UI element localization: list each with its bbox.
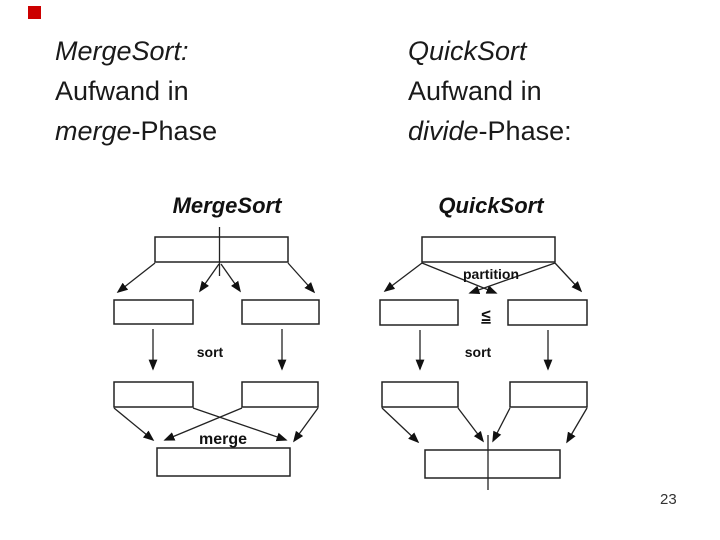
mergesort-diagram: MergeSort sort (113, 193, 320, 477)
quicksort-right-part-box (507, 299, 588, 326)
mergesort-merge-label: merge (199, 431, 247, 448)
quicksort-partition-label: partition (463, 266, 519, 282)
merge-arrow (293, 407, 319, 443)
mergesort-right-half-box (241, 299, 320, 325)
concat-arrow (492, 407, 511, 443)
partition-arrow (468, 262, 556, 295)
quicksort-concat-arrows (381, 407, 588, 444)
quicksort-pivot-leq-symbol: ≤ (481, 306, 490, 325)
mergesort-sorted-left-box (113, 381, 194, 408)
quicksort-diagram-title: QuickSort (438, 193, 545, 218)
quicksort-sort-arrows (415, 330, 553, 371)
quicksort-diagram: QuickSort partition ≤ sort (379, 193, 588, 490)
divide-arrow (116, 262, 156, 294)
quicksort-sort-label: sort (465, 344, 492, 360)
mergesort-note-line1: MergeSort: (55, 36, 189, 66)
quicksort-sorted-left-box (381, 381, 459, 408)
partition-arrow (554, 262, 583, 293)
quicksort-note-line1: QuickSort (408, 36, 527, 66)
merge-arrow (163, 407, 243, 441)
quicksort-input-array-box (421, 236, 556, 263)
quicksort-note-line2: Aufwand in (408, 76, 542, 106)
mergesort-merge-arrows (113, 407, 319, 443)
concat-arrow (566, 407, 588, 444)
mergesort-note-line3: merge-Phase (55, 116, 218, 146)
quicksort-result-box (424, 449, 561, 479)
quicksort-sorted-right-box (509, 381, 588, 408)
quicksort-left-part-box (379, 299, 459, 326)
partition-arrow (383, 262, 423, 293)
mergesort-divide-arrows (116, 262, 316, 294)
mergesort-input-array-box (154, 236, 289, 263)
mergesort-note-line2: Aufwand in (55, 76, 189, 106)
mergesort-diagram-title: MergeSort (173, 193, 283, 218)
red-square-bullet-icon (28, 6, 41, 19)
concat-arrow (381, 407, 420, 444)
quicksort-partition-arrows (383, 262, 583, 295)
page-number: 23 (660, 491, 677, 508)
mergesort-sort-arrows (148, 329, 287, 371)
divide-arrow (220, 263, 241, 293)
merge-arrow (113, 407, 155, 442)
concat-arrow (457, 407, 485, 443)
divide-arrow (199, 263, 220, 293)
mergesort-sort-label: sort (197, 344, 224, 360)
mergesort-note: MergeSort: Aufwand in merge-Phase (55, 31, 217, 151)
quicksort-note: QuickSort Aufwand in divide-Phase: (408, 31, 572, 151)
divide-arrow (287, 262, 316, 294)
mergesort-result-box (156, 447, 291, 477)
mergesort-sorted-right-box (241, 381, 319, 408)
mergesort-left-half-box (113, 299, 194, 325)
quicksort-note-line3: divide-Phase: (408, 116, 572, 146)
merge-arrow (192, 407, 288, 442)
